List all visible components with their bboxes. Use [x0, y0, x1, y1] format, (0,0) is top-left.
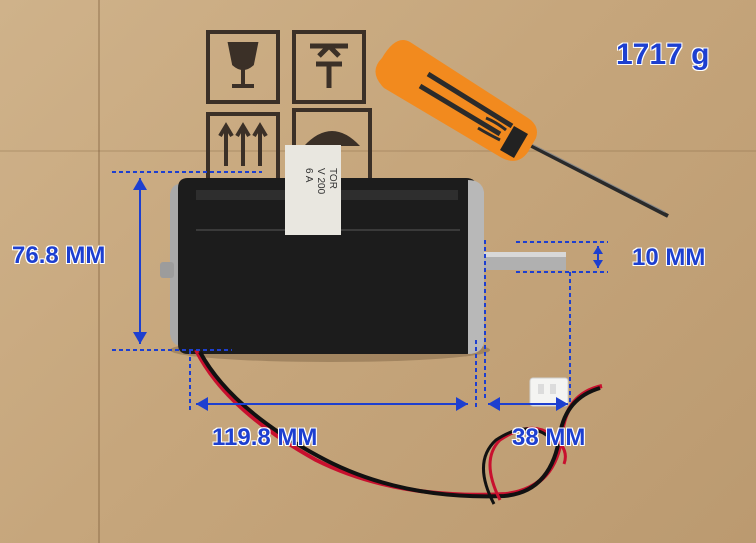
shaft-length-label: 38 MM	[512, 424, 586, 451]
body-length-label: 119.8 MM	[212, 424, 318, 451]
cardboard-seam	[0, 150, 756, 152]
motor-front-cap	[468, 180, 484, 354]
rear-bearing	[160, 262, 174, 278]
screwdriver-handle	[375, 40, 537, 161]
diameter-label: 76.8 MM	[12, 242, 106, 269]
fragile-glass-icon	[206, 30, 280, 104]
motor-sticker	[285, 145, 341, 235]
motor-wires	[194, 349, 603, 505]
this-way-up-icon	[292, 30, 366, 104]
screwdriver-shaft	[519, 137, 669, 218]
cardboard-seam	[98, 0, 100, 543]
weight-label: 1717 g	[616, 38, 710, 71]
shaft-diameter-label: 10 MM	[632, 244, 706, 271]
